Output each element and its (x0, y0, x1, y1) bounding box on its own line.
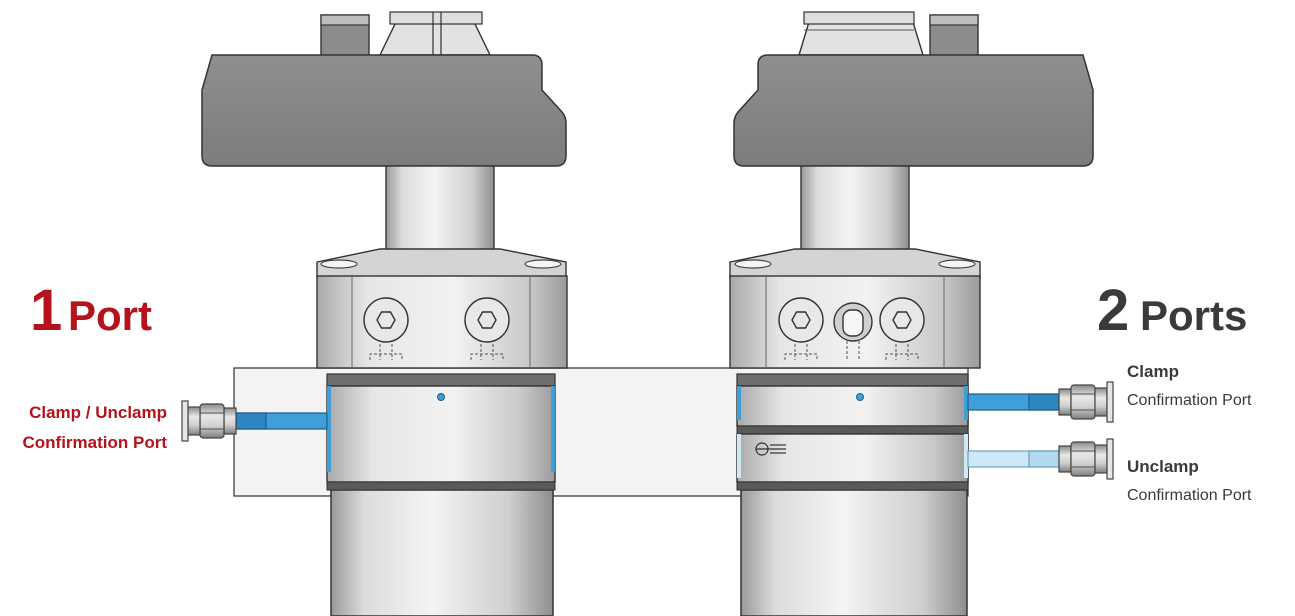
unclamp-port-title: Unclamp (1127, 457, 1199, 476)
air-passage-icon (755, 442, 786, 456)
right-top-nut (798, 21, 924, 56)
right-cylinder-collar-lower (736, 433, 969, 483)
left-labels: 1 Port Clamp / Unclamp Confirmation Port (23, 278, 168, 452)
push-in-fitting-icon (181, 400, 237, 442)
left-lower-rod (330, 489, 554, 616)
right-lower-rod (740, 489, 968, 616)
clamp-port-title: Clamp (1127, 362, 1179, 381)
left-port-label-line1: Clamp / Unclamp (29, 403, 167, 422)
left-port-label-line2: Confirmation Port (23, 433, 168, 452)
push-in-fitting-icon (1058, 381, 1114, 423)
right-cylinder-collar-upper (736, 385, 969, 427)
left-port-unit: Port (68, 292, 152, 339)
left-top-nut (378, 21, 492, 56)
left-upper-rod (385, 165, 495, 251)
clamp-port-subtitle: Confirmation Port (1127, 392, 1252, 409)
right-port-count: 2 (1097, 278, 1129, 343)
right-labels: 2 Ports Clamp Confirmation Port Unclamp … (1097, 278, 1252, 504)
right-port-unit: Ports (1140, 292, 1247, 339)
centre-plug-icon (833, 302, 873, 360)
push-in-fitting-icon (1058, 438, 1114, 480)
left-clamp-arm (201, 54, 567, 167)
right-clamp-assembly (729, 11, 1114, 616)
left-flange-body (316, 275, 568, 369)
left-port-count: 1 (30, 278, 62, 343)
right-clamp-arm (733, 54, 1094, 167)
unclamp-port-subtitle: Confirmation Port (1127, 487, 1252, 504)
right-upper-rod (800, 165, 910, 251)
